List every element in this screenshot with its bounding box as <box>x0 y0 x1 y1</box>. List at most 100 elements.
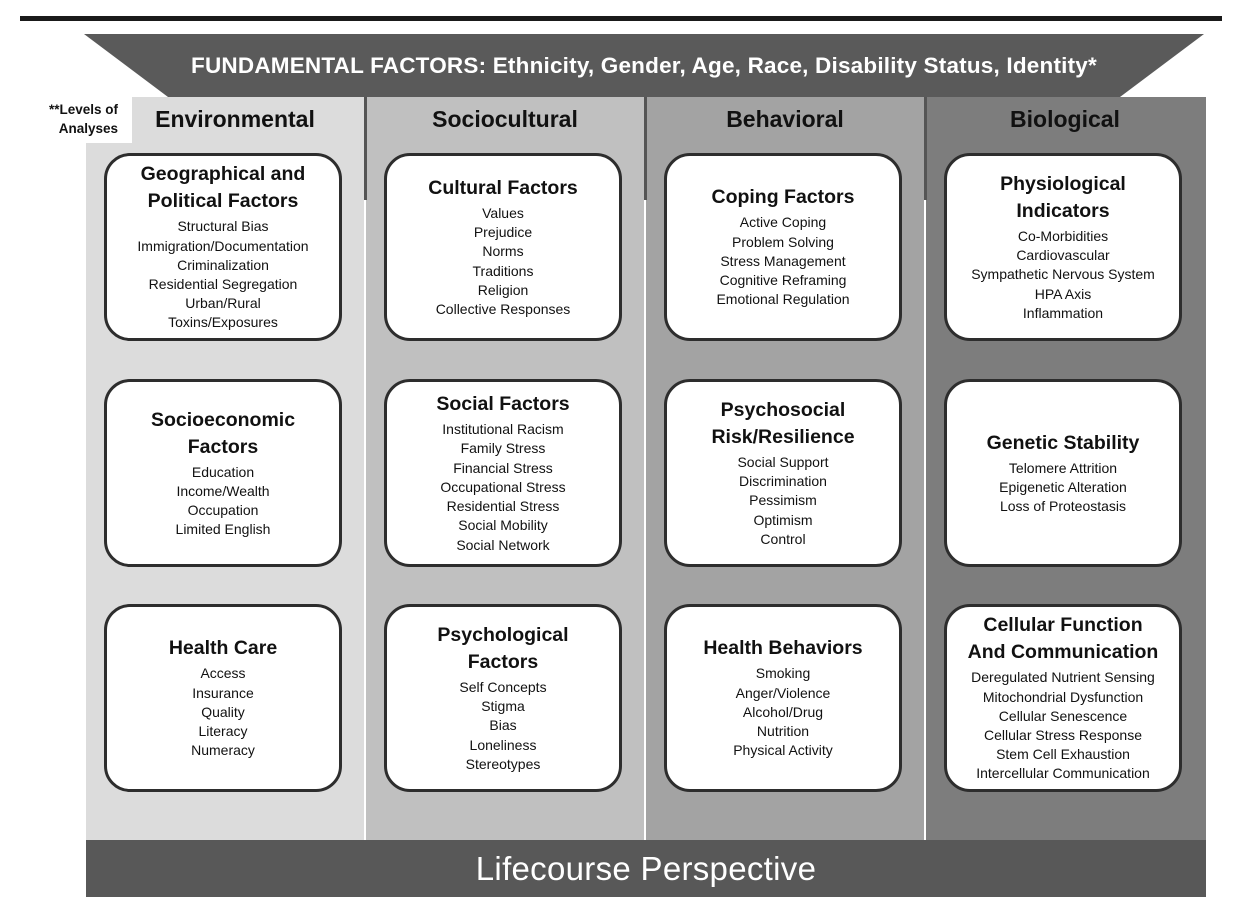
factor-item: Bias <box>489 717 517 734</box>
factor-item: Quality <box>201 703 245 720</box>
factor-item: Occupational Stress <box>440 478 566 495</box>
factor-item: Traditions <box>472 262 534 279</box>
factor-item: Prejudice <box>473 224 533 241</box>
factor-item: Loneliness <box>469 736 537 753</box>
factor-item: Stem Cell Exhaustion <box>996 746 1130 763</box>
factor-item: Literacy <box>198 723 248 740</box>
lifecourse-footer: Lifecourse Perspective <box>86 840 1206 897</box>
factor-item: Epigenetic Alteration <box>999 478 1127 495</box>
factor-item: Social Support <box>737 453 829 470</box>
factor-item: Discrimination <box>739 473 827 490</box>
factor-item: Family Stress <box>460 440 546 457</box>
factor-item: Anger/Violence <box>735 684 831 701</box>
factor-item: Intercellular Communication <box>976 765 1150 782</box>
factor-item: Institutional Racism <box>442 421 564 438</box>
factor-item: Immigration/Documentation <box>137 237 309 254</box>
factor-item: Inflammation <box>1022 304 1104 321</box>
column-divider <box>924 97 927 200</box>
factor-box-title: Psychological Factors <box>437 623 569 673</box>
column-title-environmental: Environmental <box>155 106 315 132</box>
column-title-sociocultural: Sociocultural <box>432 106 578 132</box>
factor-item: Problem Solving <box>732 233 834 250</box>
column-divider <box>364 97 367 200</box>
factor-item: Toxins/Exposures <box>168 314 278 331</box>
factor-item: Education <box>191 463 255 480</box>
factor-item: Occupation <box>187 502 259 518</box>
factor-item: Loss of Proteostasis <box>999 498 1127 515</box>
factor-item: Stereotypes <box>465 755 541 772</box>
factor-item: Physical Activity <box>733 742 833 759</box>
levels-notch <box>86 97 132 143</box>
factor-item: Sympathetic Nervous System <box>971 266 1155 283</box>
factor-item: Limited English <box>175 521 271 538</box>
factor-item: Telomere Attrition <box>1008 459 1118 476</box>
column-title-behavioral: Behavioral <box>726 106 844 132</box>
top-rule <box>20 16 1222 21</box>
factor-item: Self Concepts <box>459 678 547 695</box>
factor-item: Criminalization <box>177 256 269 273</box>
factor-item: Cardiovascular <box>1016 247 1110 264</box>
factor-item: Residential Stress <box>446 498 560 515</box>
factor-box-title: Physiological Indicators <box>1000 172 1126 222</box>
factor-item: Numeracy <box>191 742 255 759</box>
factor-item: Control <box>760 530 806 547</box>
factor-item: Income/Wealth <box>176 482 270 499</box>
column-title-biological: Biological <box>1010 106 1120 132</box>
factor-item: Collective Responses <box>435 300 571 317</box>
factor-item: Financial Stress <box>453 459 553 476</box>
factor-item: Alcohol/Drug <box>742 703 824 720</box>
factor-box-title: Health Care <box>168 637 278 660</box>
factor-item: Insurance <box>192 684 254 701</box>
factor-box-title: Genetic Stability <box>986 431 1140 454</box>
factor-item: Social Network <box>456 536 550 553</box>
factor-item: Cellular Stress Response <box>984 727 1142 743</box>
factor-item: Nutrition <box>756 723 810 740</box>
column-divider <box>644 97 647 200</box>
factor-item: Norms <box>482 243 524 260</box>
factor-item: Cellular Senescence <box>998 707 1128 724</box>
fundamental-factors-banner: FUNDAMENTAL FACTORS: Ethnicity, Gender, … <box>84 34 1204 97</box>
factor-item: Stress Management <box>720 252 846 269</box>
factor-item: Access <box>200 665 246 682</box>
factor-item: Values <box>482 204 524 221</box>
factor-box-title: Psychosocial Risk/Resilience <box>711 398 855 448</box>
factor-item: Structural Bias <box>177 218 269 235</box>
factor-box-title: Socioeconomic Factors <box>150 408 296 458</box>
factor-item: Pessimism <box>749 492 817 509</box>
footer-text: Lifecourse Perspective <box>475 849 817 887</box>
factor-item: Urban/Rural <box>185 295 261 312</box>
factor-item: Optimism <box>753 511 813 528</box>
levels-of-analyses-label: **Levels of Analyses <box>48 102 118 136</box>
factor-box-title: Coping Factors <box>711 186 855 209</box>
factor-box-title: Social Factors <box>436 393 570 416</box>
factor-item: Cognitive Reframing <box>719 272 847 289</box>
factor-box-title: Cellular Function And Communication <box>967 614 1159 664</box>
factor-item: Active Coping <box>739 214 827 231</box>
factor-item: HPA Axis <box>1034 285 1092 302</box>
banner-text: FUNDAMENTAL FACTORS: Ethnicity, Gender, … <box>191 52 1097 78</box>
factor-item: Smoking <box>755 665 811 682</box>
factor-box-title: Cultural Factors <box>428 176 578 199</box>
factor-box-title: Geographical and Political Factors <box>140 163 306 213</box>
factor-item: Religion <box>477 281 529 298</box>
factor-item: Social Mobility <box>458 517 548 534</box>
factor-item: Deregulated Nutrient Sensing <box>971 669 1155 686</box>
factor-item: Emotional Regulation <box>716 291 850 308</box>
factor-box-title: Health Behaviors <box>703 637 863 660</box>
factor-item: Residential Segregation <box>148 276 298 292</box>
factor-item: Co-Morbidities <box>1017 227 1109 244</box>
factor-item: Stigma <box>481 698 525 715</box>
factor-item: Mitochondrial Dysfunction <box>982 688 1144 705</box>
